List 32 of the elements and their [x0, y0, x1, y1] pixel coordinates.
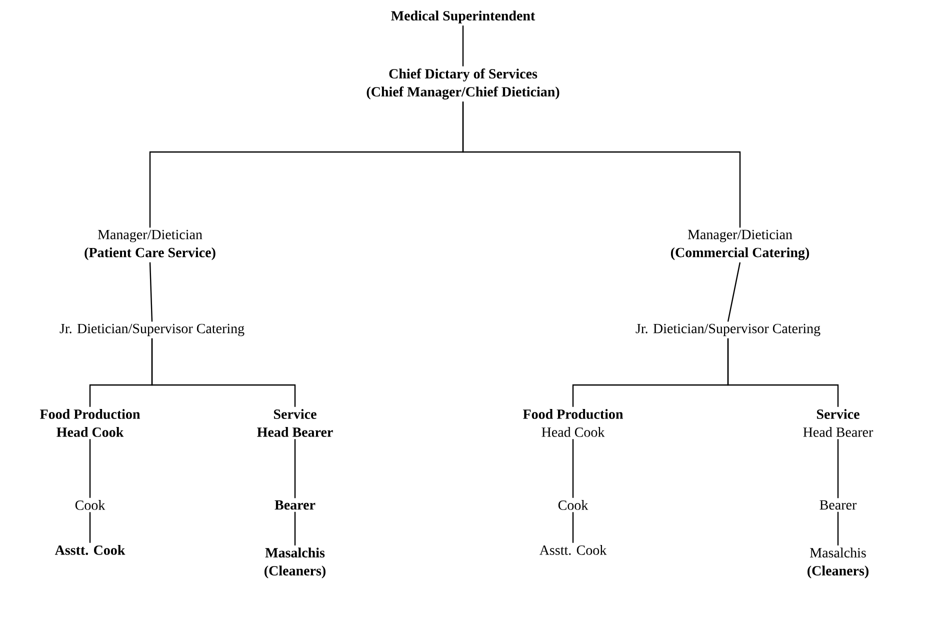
org-label: Masalchis (Cleaners) — [808, 548, 868, 578]
org-label: Bearer — [820, 500, 857, 510]
org-label: Chief Dictary of Services (Chief Manager/Chief Dietician) — [366, 68, 560, 100]
connector-line — [294, 512, 296, 546]
connector-line — [572, 439, 574, 498]
org-label: Food Production Head Cook — [40, 409, 140, 437]
connector-line — [727, 338, 839, 407]
org-label: Masalchis (Cleaners) — [264, 548, 326, 578]
org-label: Asstt. Cook — [54, 545, 126, 555]
connector-line — [149, 262, 153, 322]
org-label: Manager/Dietician (Commercial Catering) — [670, 230, 810, 260]
org-label: Jr. Dietician/Supervisor Catering — [60, 324, 244, 336]
connector-line — [727, 262, 741, 322]
org-label: Cook — [75, 500, 106, 510]
connector-line — [89, 512, 91, 543]
org-label: Food Production Head Cook — [523, 409, 624, 437]
org-label: Jr. Dietician/Supervisor Catering — [636, 324, 820, 336]
connector-line — [837, 439, 839, 498]
connector-line — [837, 512, 839, 546]
connector-line — [462, 102, 741, 228]
org-label: Cook — [558, 500, 588, 510]
org-label: Manager/Dietician (Patient Care Service) — [84, 230, 216, 260]
connector-line — [572, 512, 574, 543]
org-label: Service Head Bearer — [803, 409, 874, 437]
connector-line — [294, 439, 296, 498]
connector-line — [151, 338, 296, 407]
connector-line — [462, 26, 464, 66]
connector-line — [89, 439, 91, 498]
org-label: Service Head Bearer — [257, 409, 333, 437]
org-label: Asstt. Cook — [540, 545, 607, 555]
org-label: Medical Superintendent — [391, 10, 536, 24]
org-label: Bearer — [274, 500, 316, 510]
